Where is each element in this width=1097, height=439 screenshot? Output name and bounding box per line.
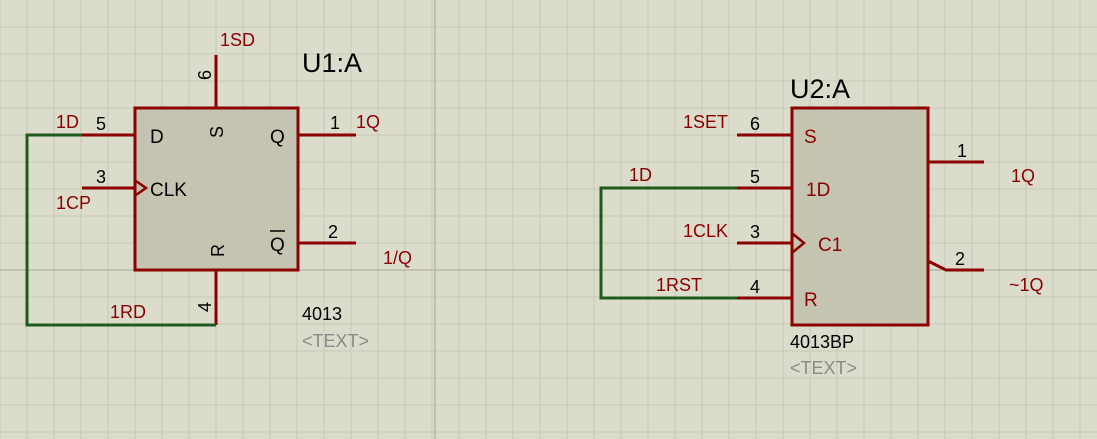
u1-pinnum-qbar: 2 xyxy=(328,222,338,242)
u2-pinnum-qbar: 2 xyxy=(955,249,965,269)
u1-component[interactable]: D CLK S R Q Q 5 3 6 4 1 2 1D 1CP 1SD 1RD… xyxy=(56,30,412,351)
u2-net-d: 1D xyxy=(629,165,652,185)
u2-pinname-s: S xyxy=(804,127,817,148)
u1-part-value[interactable]: 4013 xyxy=(302,304,342,324)
u2-net-s: 1SET xyxy=(683,112,728,132)
u1-clk-marker xyxy=(135,179,149,197)
u1-pinname-qbar: Q xyxy=(270,235,285,256)
u2-clk-marker xyxy=(792,233,806,253)
u2-pinname-d: 1D xyxy=(806,180,830,201)
u2-net-q: 1Q xyxy=(1011,166,1035,186)
u2-reference[interactable]: U2:A xyxy=(790,74,850,104)
u2-net-c: 1CLK xyxy=(683,221,728,241)
u2-pinnum-c: 3 xyxy=(750,222,760,242)
u2-pin-qbar[interactable] xyxy=(927,259,984,272)
u1-feedback-wire[interactable] xyxy=(25,133,216,327)
u1-pinname-r: R xyxy=(208,244,228,257)
u1-net-r: 1RD xyxy=(110,302,146,322)
u1-pinnum-r: 4 xyxy=(195,302,215,312)
u1-text-placeholder[interactable]: <TEXT> xyxy=(302,331,369,351)
u2-pinnum-s: 6 xyxy=(750,114,760,134)
u2-net-r: 1RST xyxy=(656,275,702,295)
u2-component[interactable]: S 1D C1 R 6 5 3 4 1 2 1SET 1D 1CLK 1RST … xyxy=(629,74,1044,378)
u1-net-s: 1SD xyxy=(220,30,255,50)
u1-net-clk: 1CP xyxy=(56,193,91,213)
u1-pinnum-q: 1 xyxy=(330,113,340,133)
u2-net-qbar: ~1Q xyxy=(1009,275,1044,295)
u2-pinnum-q: 1 xyxy=(957,141,967,161)
u1-net-q: 1Q xyxy=(356,112,380,132)
u1-reference[interactable]: U1:A xyxy=(302,48,362,78)
u1-pinnum-d: 5 xyxy=(96,114,106,134)
u1-net-d: 1D xyxy=(56,112,79,132)
u2-body[interactable] xyxy=(790,106,930,327)
u2-pinname-c: C1 xyxy=(818,235,842,256)
u1-pinname-s: S xyxy=(207,126,227,138)
u1-pinname-d: D xyxy=(150,127,164,148)
u1-pinname-q: Q xyxy=(270,127,285,148)
u2-part-value[interactable]: 4013BP xyxy=(790,332,854,352)
u1-net-qbar: 1/Q xyxy=(383,248,412,268)
u1-pinnum-s: 6 xyxy=(195,70,215,80)
u2-pinname-r: R xyxy=(804,290,818,311)
u1-pinnum-clk: 3 xyxy=(96,167,106,187)
u2-pinnum-d: 5 xyxy=(750,167,760,187)
u2-feedback-wire[interactable] xyxy=(599,186,737,300)
u2-text-placeholder[interactable]: <TEXT> xyxy=(790,358,857,378)
u1-body[interactable] xyxy=(133,106,300,272)
u2-pinnum-r: 4 xyxy=(750,277,760,297)
u1-pinname-clk: CLK xyxy=(150,180,187,201)
